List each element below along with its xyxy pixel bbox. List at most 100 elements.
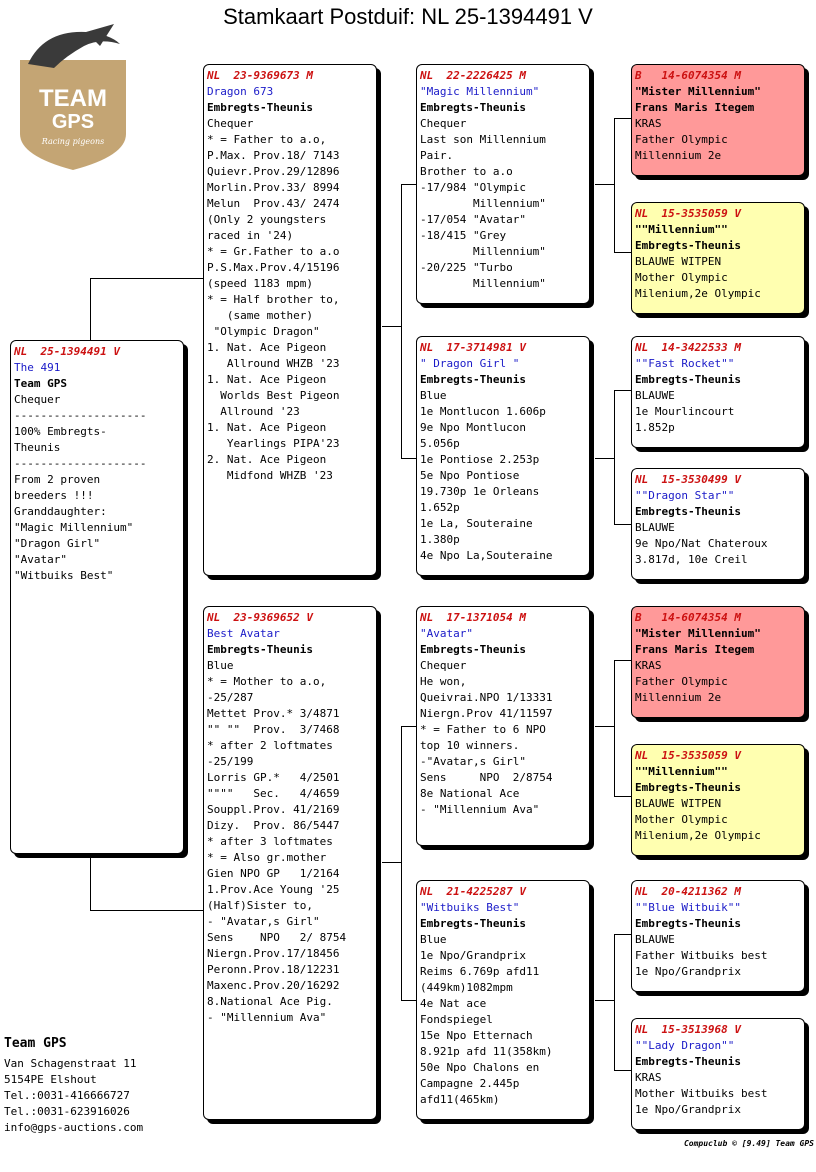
pedigree-card-mff[interactable]: B 14-6074354 M"Mister Millennium"Frans M… (631, 606, 805, 718)
breeder-name: Embregts-Theunis (635, 373, 741, 386)
pigeon-name: ""Millennium"" (635, 223, 728, 236)
card-text-line: BLAUWE (635, 521, 675, 534)
connector (614, 934, 615, 1070)
pedigree-card-fff[interactable]: B 14-6074354 M"Mister Millennium"Frans M… (631, 64, 805, 176)
pigeon-name: ""Blue Witbuik"" (635, 901, 741, 914)
card-text-line: 100% Embregts- (14, 425, 107, 438)
pigeon-name: Best Avatar (207, 627, 280, 640)
pigeon-name: "Witbuiks Best" (420, 901, 520, 914)
connector (595, 1000, 615, 1001)
pigeon-name: ""Lady Dragon"" (635, 1039, 735, 1052)
card-text-line: Maxenc.Prov.20/16292 (207, 979, 340, 992)
card-text-line: * = Father to a.o, (207, 133, 327, 146)
card-text-line: Blue (420, 389, 447, 402)
card-text-line: Souppl.Prov. 41/2169 (207, 803, 340, 816)
breeder-name: Embregts-Theunis (420, 101, 526, 114)
card-text-line: Chequer (207, 117, 254, 130)
card-text-line: Brother to a.o (420, 165, 513, 178)
ring-number: NL 21-4225287 V (420, 885, 526, 898)
connector (595, 726, 615, 727)
ring-number: NL 15-3530499 V (635, 473, 741, 486)
card-text-line: 8.National Ace Pig. (207, 995, 333, 1008)
card-text-line: * = Mother to a.o, (207, 675, 327, 688)
card-text-line: top 10 winners. (420, 739, 520, 752)
contact-line: Van Schagenstraat 11 (4, 1057, 137, 1070)
card-text-line: -------------------- (14, 409, 147, 422)
card-text-line: "Witbuiks Best" (14, 569, 114, 582)
connector (90, 278, 91, 341)
card-text-line: 5.056p (420, 437, 460, 450)
pigeon-name: "Mister Millennium" (635, 627, 761, 640)
card-text-line: 3.817d, 10e Creil (635, 553, 748, 566)
card-text-line: Allround WHZB '23 (207, 357, 340, 370)
pedigree-card-fmf[interactable]: NL 14-3422533 M""Fast Rocket""Embregts-T… (631, 336, 805, 448)
ring-number: B 14-6074354 M (635, 69, 741, 82)
pedigree-card-father-father[interactable]: NL 22-2226425 M"Magic Millennium"Embregt… (416, 64, 590, 304)
pedigree-card-mmm[interactable]: NL 15-3513968 V ""Lady Dragon"" Embregts-T… (631, 1018, 805, 1130)
contact-email[interactable]: info@gps-auctions.com (4, 1121, 144, 1134)
card-text-line: Last son Millennium (420, 133, 546, 146)
card-text-line: Milenium,2e Olympic (635, 287, 761, 300)
card-text-line: Niergn.Prov.17/18456 (207, 947, 340, 960)
connector (382, 326, 402, 327)
pedigree-card-mfm[interactable]: NL 15-3535059 V""Millennium""Embregts-Th… (631, 744, 805, 856)
card-text-line: 1e Mourlincourt (635, 405, 735, 418)
breeder-name: Frans Maris Itegem (635, 643, 755, 656)
card-text-line: afd11(465km) (420, 1093, 500, 1106)
card-text-line: 1e La, Souteraine (420, 517, 533, 530)
card-text-line: - "Millennium Ava" (207, 1011, 327, 1024)
connector (401, 1000, 417, 1001)
pedigree-card-mother-mother[interactable]: NL 21-4225287 V"Witbuiks Best"Embregts-T… (416, 880, 590, 1120)
card-text-line: Milenium,2e Olympic (635, 829, 761, 842)
card-text-line: * after 3 loftmates (207, 835, 333, 848)
contact-name: Team GPS (4, 1036, 67, 1051)
card-text-line: KRAS (635, 659, 662, 672)
card-text-line: * = Gr.Father to a.o (207, 245, 340, 258)
card-text-line: -17/054 "Avatar" (420, 213, 526, 226)
contact-line: 5154PE Elshout (4, 1073, 97, 1086)
ring-number: NL 23-9369673 M (207, 69, 313, 82)
breeder-name: Embregts-Theunis (207, 101, 313, 114)
pedigree-card-fmm[interactable]: NL 15-3530499 V""Dragon Star""Embregts-T… (631, 468, 805, 580)
breeder-name: Team GPS (14, 377, 67, 390)
card-text-line: -25/199 (207, 755, 254, 768)
card-text-line: Granddaughter: (14, 505, 107, 518)
contact-line: Tel.:0031-623916026 (4, 1105, 130, 1118)
card-text-line: (Only 2 youngsters (207, 213, 327, 226)
card-text-line: "Avatar" (14, 553, 67, 566)
card-text-line: -"Avatar,s Girl" (420, 755, 526, 768)
breeder-name: Embregts-Theunis (635, 1055, 741, 1068)
card-text-line: (449km)1082mpm (420, 981, 513, 994)
card-text-line: - "Avatar,s Girl" (207, 915, 320, 928)
card-text-line: Melun Prov.43/ 2474 (207, 197, 340, 210)
card-text-line: Millennium" (420, 277, 546, 290)
pedigree-card-mmf[interactable]: NL 20-4211362 M""Blue Witbuik""Embregts-… (631, 880, 805, 992)
card-text-line: 8.921p afd 11(358km) (420, 1045, 553, 1058)
card-text-line: 4e Nat ace (420, 997, 487, 1010)
pedigree-card-father-mother[interactable]: NL 17-3714981 V" Dragon Girl "Embregts-T… (416, 336, 590, 576)
card-text-line: Allround '23 (207, 405, 300, 418)
pedigree-card-ffm[interactable]: NL 15-3535059 V""Millennium""Embregts-Th… (631, 202, 805, 314)
card-text-line: Sens NPO 2/ 8754 (207, 931, 347, 944)
connector (90, 278, 204, 279)
card-text-line: breeders !!! (14, 489, 94, 502)
breeder-name: Embregts-Theunis (635, 239, 741, 252)
ring-number: NL 15-3513968 V (635, 1023, 741, 1036)
card-text-line: Millennium 2e (635, 691, 722, 704)
card-text-line: 4e Npo La,Souteraine (420, 549, 553, 562)
card-text-line: Fondspiegel (420, 1013, 493, 1026)
card-text-line: Campagne 2.445p (420, 1077, 520, 1090)
connector (614, 390, 632, 391)
breeder-name: Frans Maris Itegem (635, 101, 755, 114)
card-text-line: Chequer (420, 117, 467, 130)
logo-text-team: TEAM (39, 85, 107, 112)
card-text-line: Quievr.Prov.29/12896 (207, 165, 340, 178)
connector (401, 184, 402, 458)
connector (614, 660, 615, 796)
card-text-line: 1. Nat. Ace Pigeon (207, 341, 327, 354)
card-text-line: Father Olympic (635, 133, 728, 146)
